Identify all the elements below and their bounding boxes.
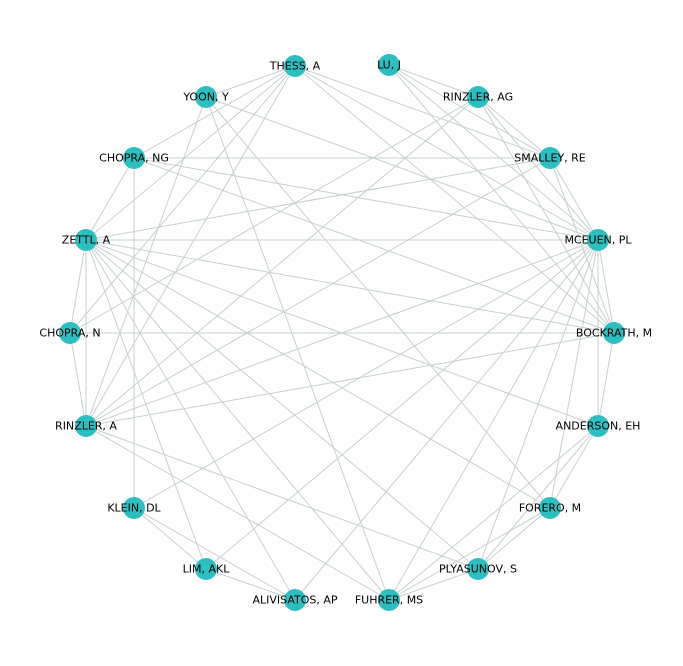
edge-mceuen-pl--rinzler-ag xyxy=(477,96,599,241)
edge-klein-dl--alivisatos-ap xyxy=(133,507,296,601)
node-klein-dl xyxy=(123,497,145,519)
edge-bockrath-m--rinzler-ag xyxy=(477,96,615,334)
edge-zettl-a--chopra-n xyxy=(69,239,87,334)
edge-klein-dl--mceuen-pl xyxy=(133,239,599,509)
edge-klein-dl--lim-akl xyxy=(133,507,207,570)
edge-yoon-y--mceuen-pl xyxy=(205,96,599,241)
node-rinzler-ag xyxy=(467,86,489,108)
node-label-forero-m: FORERO, M xyxy=(519,502,581,515)
edge-bockrath-m--mceuen-pl xyxy=(597,239,615,334)
node-label-fuhrer-ms: FUHRER, MS xyxy=(355,594,423,607)
node-label-mceuen-pl: MCEUEN, PL xyxy=(564,234,632,247)
edge-rinzler-a--fuhrer-ms xyxy=(85,425,390,601)
node-label-thess-a: THESS, A xyxy=(269,60,321,73)
edge-yoon-y--fuhrer-ms xyxy=(205,96,390,601)
edge-lu-j--bockrath-m xyxy=(388,64,615,334)
edge-chopra-ng--bockrath-m xyxy=(133,157,615,334)
node-label-rinzler-a: RINZLER, A xyxy=(55,420,117,433)
edge-thess-a--chopra-ng xyxy=(133,65,296,159)
edge-fuhrer-ms--forero-m xyxy=(388,507,551,601)
edge-thess-a--bockrath-m xyxy=(294,65,615,334)
node-label-bockrath-m: BOCKRATH, M xyxy=(576,327,652,340)
node-smalley-re xyxy=(539,147,561,169)
edge-forero-m--mceuen-pl xyxy=(549,239,599,509)
label-layer: LU, J THESS, A YOON, Y CHOPRA, NG ZETTL, A CH… xyxy=(39,59,652,607)
edge-rinzler-a--smalley-re xyxy=(85,157,551,427)
edge-anderson-eh--bockrath-m xyxy=(597,332,615,427)
node-thess-a xyxy=(284,55,306,77)
node-fuhrer-ms xyxy=(378,589,400,611)
edge-fuhrer-ms--anderson-eh xyxy=(388,425,599,601)
node-yoon-y xyxy=(195,86,217,108)
edge-alivisatos-ap--mceuen-pl xyxy=(294,239,599,601)
edge-plyasunov-s--mceuen-pl xyxy=(477,239,599,570)
edge-rinzler-a--rinzler-ag xyxy=(85,96,479,427)
edge-thess-a--mceuen-pl xyxy=(294,65,599,241)
edge-zettl-a--fuhrer-ms xyxy=(85,239,390,601)
node-bockrath-m xyxy=(603,322,625,344)
node-anderson-eh xyxy=(587,415,609,437)
node-lim-akl xyxy=(195,558,217,580)
edge-layer xyxy=(69,64,615,601)
node-mceuen-pl xyxy=(587,229,609,251)
node-chopra-n xyxy=(59,322,81,344)
node-label-anderson-eh: ANDERSON, EH xyxy=(556,420,641,433)
edge-thess-a--yoon-y xyxy=(205,65,296,98)
node-label-yoon-y: YOON, Y xyxy=(182,91,229,104)
edge-zettl-a--bockrath-m xyxy=(85,239,615,334)
edge-mceuen-pl--smalley-re xyxy=(549,157,599,241)
edge-fuhrer-ms--plyasunov-s xyxy=(388,568,479,601)
node-zettl-a xyxy=(75,229,97,251)
edge-rinzler-a--plyasunov-s xyxy=(85,425,479,570)
edge-forero-m--anderson-eh xyxy=(549,425,599,509)
node-label-alivisatos-ap: ALIVISATOS, AP xyxy=(252,594,337,607)
node-label-rinzler-ag: RINZLER, AG xyxy=(443,91,513,104)
node-rinzler-a xyxy=(75,415,97,437)
node-alivisatos-ap xyxy=(284,589,306,611)
node-plyasunov-s xyxy=(467,558,489,580)
edge-thess-a--rinzler-a xyxy=(85,65,296,427)
node-label-zettl-a: ZETTL, A xyxy=(62,234,111,247)
edge-zettl-a--plyasunov-s xyxy=(85,239,479,570)
edge-plyasunov-s--anderson-eh xyxy=(477,425,599,570)
node-chopra-ng xyxy=(123,147,145,169)
edge-lim-akl--alivisatos-ap xyxy=(205,568,296,601)
edge-zettl-a--alivisatos-ap xyxy=(85,239,296,601)
edge-fuhrer-ms--mceuen-pl xyxy=(388,239,599,601)
node-label-smalley-re: SMALLEY, RE xyxy=(514,152,586,165)
edge-chopra-ng--zettl-a xyxy=(85,157,135,241)
edge-lu-j--smalley-re xyxy=(388,64,551,159)
edge-chopra-n--rinzler-ag xyxy=(69,96,479,334)
edge-thess-a--chopra-n xyxy=(69,65,296,334)
edge-thess-a--smalley-re xyxy=(294,65,551,159)
edge-chopra-n--rinzler-a xyxy=(69,332,87,427)
edge-rinzler-a--bockrath-m xyxy=(85,332,615,427)
edge-chopra-ng--mceuen-pl xyxy=(133,157,599,241)
node-label-chopra-ng: CHOPRA, NG xyxy=(99,152,169,165)
node-label-chopra-n: CHOPRA, N xyxy=(39,327,100,340)
edge-zettl-a--smalley-re xyxy=(85,157,551,241)
node-label-klein-dl: KLEIN, DL xyxy=(107,502,161,515)
node-label-plyasunov-s: PLYASUNOV, S xyxy=(439,563,517,576)
edge-plyasunov-s--forero-m xyxy=(477,507,551,570)
node-lu-j xyxy=(378,54,400,76)
edge-yoon-y--forero-m xyxy=(205,96,551,509)
edge-thess-a--zettl-a xyxy=(85,65,296,241)
edge-rinzler-a--mceuen-pl xyxy=(85,239,599,427)
edge-zettl-a--forero-m xyxy=(85,239,551,509)
node-label-lu-j: LU, J xyxy=(377,59,401,72)
edge-smalley-re--rinzler-ag xyxy=(477,96,551,159)
edge-bockrath-m--smalley-re xyxy=(549,157,615,334)
node-layer xyxy=(59,54,625,611)
node-forero-m xyxy=(539,497,561,519)
edge-lu-j--rinzler-ag xyxy=(388,64,479,98)
edge-lu-j--mceuen-pl xyxy=(388,64,599,241)
node-label-lim-akl: LIM, AKL xyxy=(183,563,231,576)
edge-lim-akl--mceuen-pl xyxy=(205,239,599,570)
